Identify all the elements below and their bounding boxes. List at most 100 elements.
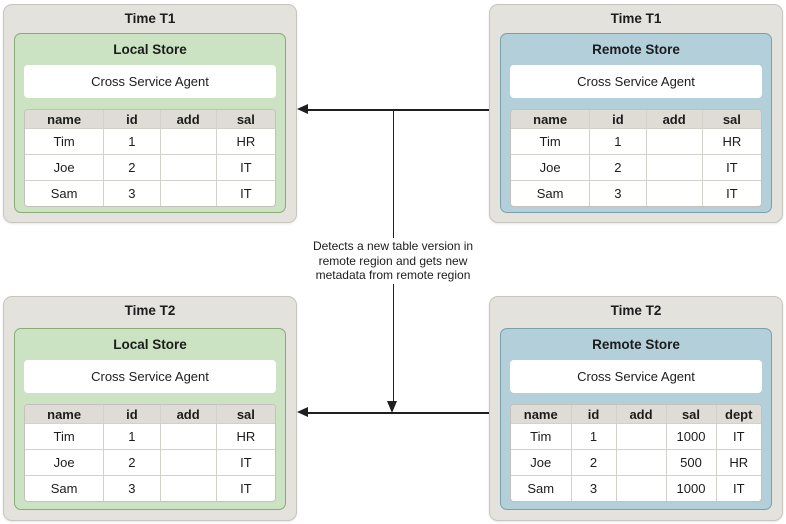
- arrowhead-left-icon: [297, 407, 308, 417]
- table-cell: IT: [715, 475, 761, 501]
- table-cell: [645, 128, 703, 155]
- table-header-cell: name: [25, 405, 105, 424]
- table-cell: 2: [103, 449, 161, 476]
- table-cell: 1: [103, 128, 161, 155]
- table-cell: 3: [103, 180, 161, 206]
- table-cell: IT: [215, 154, 275, 181]
- table-cell: IT: [701, 154, 761, 181]
- table-cell: [159, 449, 217, 476]
- employee-table: name id add sal Tim 1 HR: [511, 110, 761, 206]
- agent-label: Cross Service Agent: [91, 369, 209, 384]
- table-cell: 2: [103, 154, 161, 181]
- table-row: Sam 3 IT: [25, 180, 275, 206]
- table-cell: [615, 423, 667, 450]
- arrow-bottom-line: [306, 412, 489, 414]
- table-header-row: name id add sal: [25, 405, 275, 424]
- table-cell: Sam: [25, 180, 105, 206]
- table-cell: HR: [215, 128, 275, 155]
- table-cell: HR: [701, 128, 761, 155]
- table-row: Tim 1 HR: [511, 128, 761, 155]
- table-cell: Joe: [511, 154, 591, 181]
- table-cell: [159, 475, 217, 501]
- table-cell: 2: [589, 154, 647, 181]
- table-cell: [615, 449, 667, 476]
- table-header-cell: id: [589, 110, 647, 129]
- table-cell: [159, 154, 217, 181]
- table-cell: Tim: [511, 423, 572, 450]
- panel-time-t1-remote: Time T1 Remote Store Cross Service Agent…: [489, 4, 783, 223]
- cross-service-agent-box: Cross Service Agent: [24, 65, 276, 98]
- table-header-row: name id add sal: [25, 110, 275, 129]
- table-cell: Joe: [511, 449, 572, 476]
- table-cell: IT: [215, 475, 275, 501]
- local-store-box: Local Store Cross Service Agent name id …: [14, 33, 286, 213]
- table-row: Sam 3 IT: [511, 180, 761, 206]
- table-header-cell: id: [103, 405, 161, 424]
- table-header-cell: sal: [215, 405, 275, 424]
- table-cell: IT: [715, 423, 761, 450]
- table-header-row: name id add sal dept: [511, 405, 761, 424]
- panel-time-t2-remote: Time T2 Remote Store Cross Service Agent…: [489, 296, 783, 521]
- annotation-text: Detects a new table version in remote re…: [298, 238, 488, 284]
- table-cell: 3: [589, 180, 647, 206]
- arrowhead-left-icon: [297, 104, 308, 114]
- table-header-cell: name: [511, 405, 572, 424]
- local-store-box: Local Store Cross Service Agent name id …: [14, 328, 286, 510]
- table-header-cell: id: [570, 405, 617, 424]
- table-row: Joe 2 IT: [25, 154, 275, 181]
- table-cell: 500: [665, 449, 717, 476]
- table-cell: HR: [215, 423, 275, 450]
- agent-label: Cross Service Agent: [577, 369, 695, 384]
- table-cell: [159, 423, 217, 450]
- table-cell: 1000: [665, 475, 717, 501]
- table-header-cell: dept: [715, 405, 761, 424]
- cross-service-agent-box: Cross Service Agent: [510, 65, 762, 98]
- table-row: Joe 2 IT: [511, 154, 761, 181]
- table-row: Joe 2 500 HR: [511, 449, 761, 476]
- table-cell: Sam: [511, 180, 591, 206]
- arrowhead-down-icon: [387, 401, 397, 413]
- table-header-cell: sal: [215, 110, 275, 129]
- table-header-row: name id add sal: [511, 110, 761, 129]
- table-cell: Sam: [25, 475, 105, 501]
- table-cell: [645, 154, 703, 181]
- time-label: Time T1: [124, 11, 176, 26]
- store-label: Remote Store: [592, 337, 680, 352]
- table-row: Sam 3 IT: [25, 475, 275, 501]
- table-header-cell: sal: [701, 110, 761, 129]
- table-cell: Tim: [25, 423, 105, 450]
- employee-table-wrap: name id add sal Tim 1 HR: [24, 404, 276, 502]
- time-label: Time T2: [610, 303, 662, 318]
- table-cell: Tim: [511, 128, 591, 155]
- table-cell: 1000: [665, 423, 717, 450]
- table-header-cell: id: [103, 110, 161, 129]
- table-header-cell: name: [511, 110, 591, 129]
- agent-label: Cross Service Agent: [91, 74, 209, 89]
- table-cell: Sam: [511, 475, 572, 501]
- table-cell: Joe: [25, 154, 105, 181]
- table-cell: [645, 180, 703, 206]
- table-cell: 1: [570, 423, 617, 450]
- table-row: Tim 1 HR: [25, 128, 275, 155]
- table-cell: IT: [215, 180, 275, 206]
- table-header-cell: add: [645, 110, 703, 129]
- store-label: Remote Store: [592, 42, 680, 57]
- table-cell: 1: [103, 423, 161, 450]
- table-cell: 3: [103, 475, 161, 501]
- agent-label: Cross Service Agent: [577, 74, 695, 89]
- table-cell: HR: [715, 449, 761, 476]
- table-row: Sam 3 1000 IT: [511, 475, 761, 501]
- table-header-cell: add: [615, 405, 667, 424]
- table-header-cell: add: [159, 405, 217, 424]
- table-cell: [159, 180, 217, 206]
- employee-table-wrap: name id add sal dept Tim 1 1000: [510, 404, 762, 502]
- remote-store-box: Remote Store Cross Service Agent name id…: [500, 33, 772, 213]
- panel-time-t2-local: Time T2 Local Store Cross Service Agent …: [3, 296, 297, 521]
- store-label: Local Store: [113, 42, 187, 57]
- time-label: Time T1: [610, 11, 662, 26]
- table-header-cell: add: [159, 110, 217, 129]
- store-label: Local Store: [113, 337, 187, 352]
- table-cell: 3: [570, 475, 617, 501]
- employee-table: name id add sal dept Tim 1 1000: [511, 405, 761, 501]
